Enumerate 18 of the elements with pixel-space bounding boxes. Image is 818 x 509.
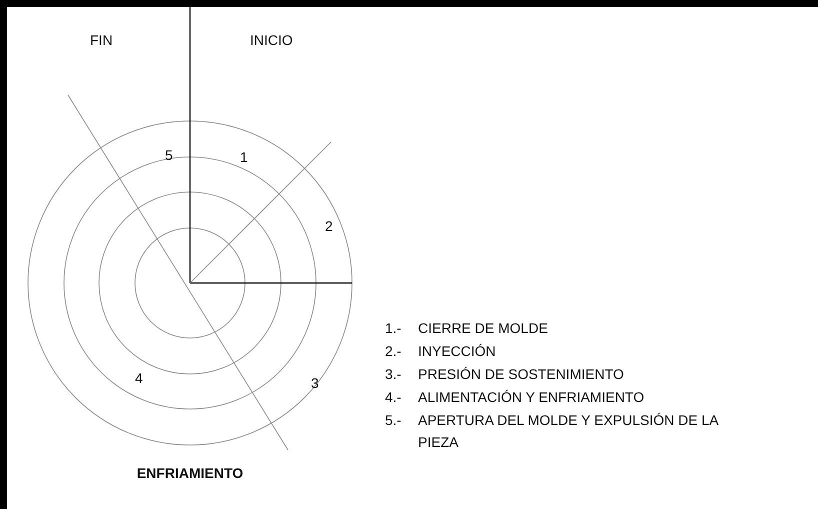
label: 3 [311, 374, 319, 393]
label: 5.- [385, 411, 402, 430]
label: INYECCIÓN [418, 342, 496, 361]
label: PRESIÓN DE SOSTENIMIENTO [418, 365, 624, 384]
label: CIERRE DE MOLDE [418, 319, 548, 338]
label: FIN [90, 31, 113, 50]
heading: ENFRIAMIENTO [136, 464, 244, 483]
label: 1.- [385, 319, 402, 338]
label: 5 [165, 146, 173, 165]
label: 4 [135, 369, 143, 388]
label: 3.- [385, 365, 402, 384]
label: 4.- [385, 388, 402, 407]
label: INICIO [250, 31, 293, 50]
label: ALIMENTACIÓN Y ENFRIAMIENTO [418, 388, 644, 407]
label: 2 [325, 217, 333, 236]
label: 2.- [385, 342, 402, 361]
label: APERTURA DEL MOLDE Y EXPULSIÓN DE LA PIEZA [418, 411, 720, 452]
label: 1 [240, 148, 248, 167]
